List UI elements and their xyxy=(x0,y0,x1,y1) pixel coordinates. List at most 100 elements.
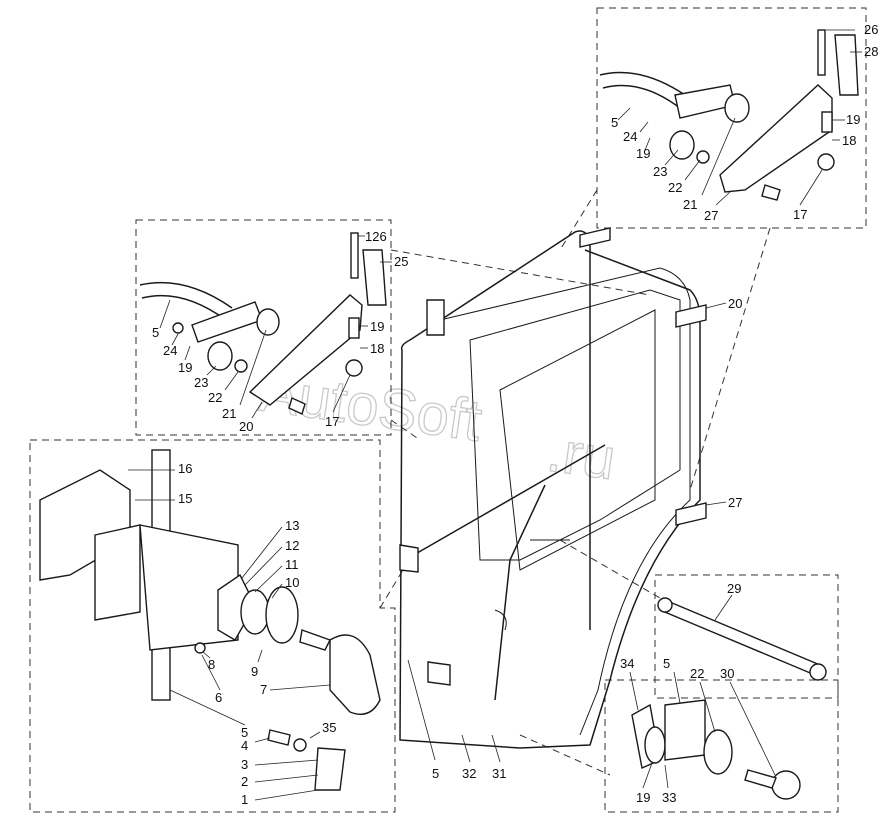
strut-end-a xyxy=(657,597,673,613)
bolt-17-mid xyxy=(288,397,306,415)
callout-5-mid: 5 xyxy=(152,325,159,340)
bushing-22-top xyxy=(724,93,750,123)
frame-lower-bracket xyxy=(427,661,451,686)
bushing-22-mid xyxy=(256,308,280,336)
nut-top-right xyxy=(817,153,835,171)
frame-top-tab xyxy=(579,227,611,248)
box-bottom-right xyxy=(604,679,839,813)
callout-4: 4 xyxy=(241,738,248,753)
link-plate-mid-left xyxy=(191,301,263,343)
callout-24-mid: 24 xyxy=(163,343,177,358)
nut-mid-left xyxy=(345,359,363,377)
connector-6 xyxy=(559,539,661,599)
callout-15: 15 xyxy=(178,491,192,506)
bracket-detail-bottom-right xyxy=(631,699,801,800)
callout-12: 12 xyxy=(285,538,299,553)
connector-1 xyxy=(390,249,651,296)
connector-7 xyxy=(519,734,611,776)
bushing-23-mid xyxy=(207,341,233,371)
callout-5-top: 5 xyxy=(611,115,618,130)
callout-5-frame: 5 xyxy=(432,766,439,781)
callout-5-br: 5 xyxy=(663,656,670,671)
pin-19-mid xyxy=(348,317,360,339)
door-frame xyxy=(399,227,707,749)
cross-rod xyxy=(404,444,606,561)
gas-strut-29 xyxy=(657,597,827,681)
pin-126 xyxy=(350,232,359,279)
callout-32: 32 xyxy=(462,766,476,781)
washer-mid xyxy=(234,359,248,373)
ball-8 xyxy=(194,642,206,654)
lock-housing-15 xyxy=(94,524,141,621)
callout-126: 126 xyxy=(365,229,387,244)
screw-4 xyxy=(267,729,291,746)
callout-11: 11 xyxy=(285,557,299,572)
callout-31: 31 xyxy=(492,766,506,781)
callout-19-mid-a: 19 xyxy=(178,360,192,375)
window-frame xyxy=(439,267,691,736)
callout-1: 1 xyxy=(241,792,248,807)
callout-34: 34 xyxy=(620,656,634,671)
handle-shaft xyxy=(299,629,331,651)
callout-24-top: 24 xyxy=(623,129,637,144)
callout-19-br: 19 xyxy=(636,790,650,805)
knob-30 xyxy=(771,770,801,800)
pin-19-top xyxy=(821,111,833,133)
callout-23-top: 23 xyxy=(653,164,667,179)
strut-body xyxy=(659,599,821,676)
diagonal-brace xyxy=(494,484,546,701)
callout-19-mid-b: 19 xyxy=(370,319,384,334)
callout-3: 3 xyxy=(241,757,248,772)
hinge-plate-20 xyxy=(675,304,707,328)
callout-23-mid: 23 xyxy=(194,375,208,390)
handle-base-1 xyxy=(314,747,346,791)
callout-20-frame: 20 xyxy=(728,296,742,311)
box-top-right xyxy=(596,7,867,229)
bushing-22-br xyxy=(703,729,733,775)
hinge-detail-top-right xyxy=(599,29,859,201)
hinge-detail-mid-left xyxy=(139,232,387,415)
rotor-11 xyxy=(240,589,270,635)
frame-hinge-left xyxy=(399,544,419,573)
callout-20-mid: 20 xyxy=(239,419,253,434)
glass-outline xyxy=(469,289,681,561)
washer-19-br xyxy=(644,726,666,764)
frame-inner xyxy=(519,249,701,749)
bracket-25 xyxy=(362,249,387,306)
callout-25: 25 xyxy=(394,254,408,269)
callout-13: 13 xyxy=(285,518,299,533)
strut-end-b xyxy=(809,663,827,681)
callout-30: 30 xyxy=(720,666,734,681)
callout-16: 16 xyxy=(178,461,192,476)
callout-labels: 26 28 5 24 19 23 22 21 27 19 18 17 126 2… xyxy=(128,22,878,807)
callout-2: 2 xyxy=(241,774,248,789)
callout-28: 28 xyxy=(864,44,878,59)
callout-27-frame: 27 xyxy=(728,495,742,510)
callout-17-top: 17 xyxy=(793,207,807,222)
pin-26-top xyxy=(817,29,826,76)
group-boxes xyxy=(29,7,867,813)
nut-35 xyxy=(293,738,307,752)
bracket-5-br xyxy=(664,699,706,761)
lock-body xyxy=(139,524,239,651)
callout-21-top: 21 xyxy=(683,197,697,212)
frame-bracket-top xyxy=(426,299,445,336)
callout-7: 7 xyxy=(260,682,267,697)
box-mid-left xyxy=(135,219,392,436)
callout-22-br: 22 xyxy=(690,666,704,681)
connector-4 xyxy=(689,227,771,491)
hinge-plate-27 xyxy=(675,502,707,526)
callout-10: 10 xyxy=(285,575,299,590)
watermark: AutoSoft .ru xyxy=(256,358,620,493)
callout-17-mid: 17 xyxy=(325,414,339,429)
callout-35: 35 xyxy=(322,720,336,735)
callout-18-mid: 18 xyxy=(370,341,384,356)
callout-9: 9 xyxy=(251,664,258,679)
cable-mid-left xyxy=(139,281,233,309)
nut-24-mid xyxy=(172,322,184,334)
callout-6: 6 xyxy=(215,690,222,705)
connector-2 xyxy=(390,419,421,441)
lever-20-mid xyxy=(248,294,363,406)
callout-29: 29 xyxy=(727,581,741,596)
callout-19-top-a: 19 xyxy=(636,146,650,161)
